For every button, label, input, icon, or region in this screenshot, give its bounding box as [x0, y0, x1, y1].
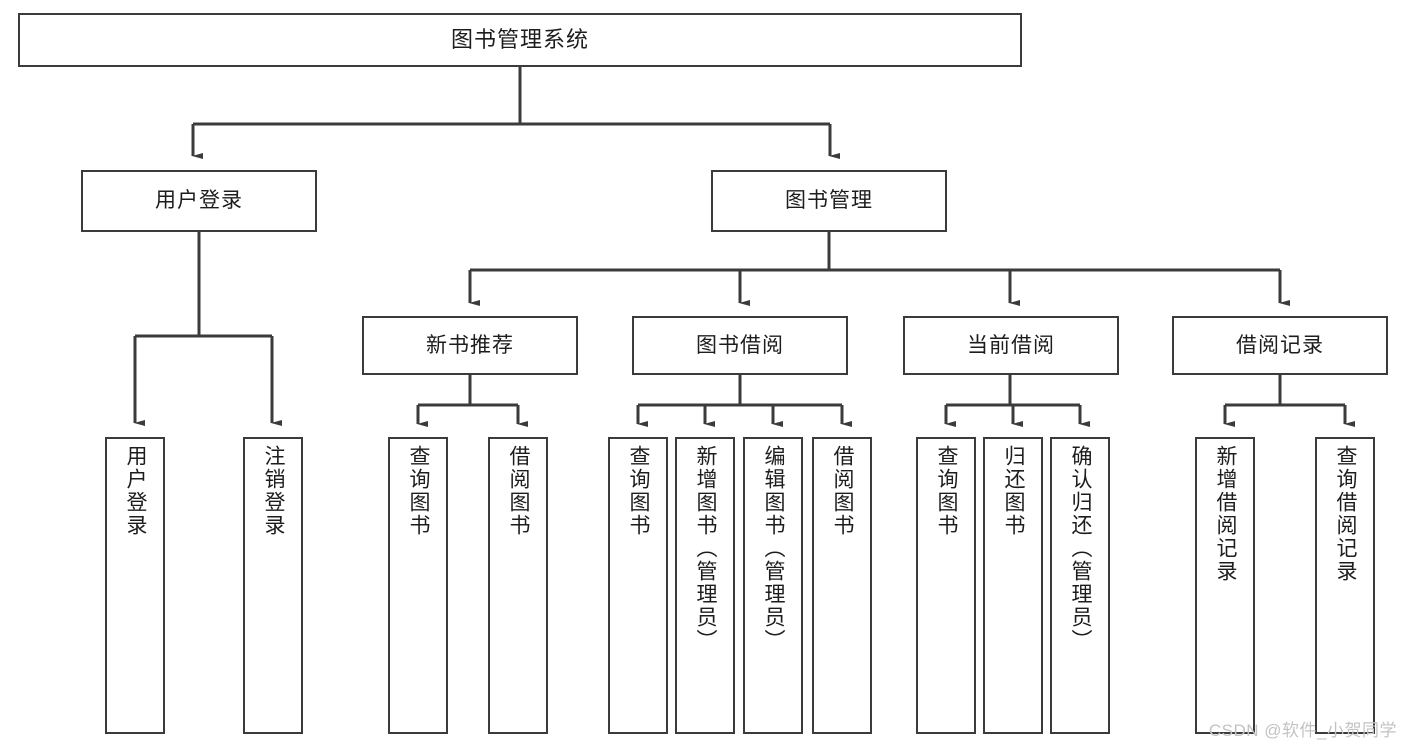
- node-borrow-record[interactable]: 借阅记录: [1172, 316, 1388, 375]
- node-label: 归还图书: [1002, 445, 1025, 537]
- node-label: 用户登录: [124, 445, 147, 537]
- node-label: 当前借阅: [967, 333, 1055, 357]
- watermark-text: CSDN @软件_小贺同学: [1208, 721, 1397, 740]
- node-label: 查询图书: [627, 445, 650, 537]
- node-label: 借阅记录: [1236, 333, 1324, 357]
- leaf-user-login[interactable]: 用户登录: [105, 437, 165, 734]
- leaf-confirm-return-admin[interactable]: 确认归还（管理员）: [1050, 437, 1110, 734]
- node-label: 查询图书: [407, 445, 430, 537]
- leaf-add-borrow-record[interactable]: 新增借阅记录: [1195, 437, 1255, 734]
- node-label: 新增借阅记录: [1214, 445, 1237, 583]
- node-current-borrow[interactable]: 当前借阅: [903, 316, 1119, 375]
- node-new-book-recommend[interactable]: 新书推荐: [362, 316, 578, 375]
- node-label: 图书管理: [785, 189, 873, 213]
- node-label: 查询借阅记录: [1334, 445, 1357, 583]
- node-label: 新增图书（管理员）: [694, 445, 717, 652]
- node-book-management[interactable]: 图书管理: [711, 170, 947, 232]
- node-label: 图书借阅: [696, 333, 784, 357]
- node-book-borrow[interactable]: 图书借阅: [632, 316, 848, 375]
- node-label: 用户登录: [155, 189, 243, 213]
- node-label: 查询图书: [935, 445, 958, 537]
- node-label: 确认归还（管理员）: [1069, 445, 1092, 652]
- leaf-edit-book-admin[interactable]: 编辑图书（管理员）: [743, 437, 803, 734]
- node-label: 注销登录: [262, 445, 285, 537]
- leaf-return-book[interactable]: 归还图书: [983, 437, 1043, 734]
- leaf-borrow-book-newbook[interactable]: 借阅图书: [488, 437, 548, 734]
- leaf-logout[interactable]: 注销登录: [243, 437, 303, 734]
- node-label: 编辑图书（管理员）: [762, 445, 785, 652]
- node-label: 图书管理系统: [450, 26, 589, 52]
- leaf-add-book-admin[interactable]: 新增图书（管理员）: [675, 437, 735, 734]
- node-label: 借阅图书: [831, 445, 854, 537]
- leaf-query-book-borrow[interactable]: 查询图书: [608, 437, 668, 734]
- node-label: 借阅图书: [507, 445, 530, 537]
- leaf-query-book-newbook[interactable]: 查询图书: [388, 437, 448, 734]
- node-user-login[interactable]: 用户登录: [81, 170, 317, 232]
- leaf-borrow-book[interactable]: 借阅图书: [812, 437, 872, 734]
- leaf-query-book-current[interactable]: 查询图书: [916, 437, 976, 734]
- node-label: 新书推荐: [426, 333, 514, 357]
- leaf-query-borrow-record[interactable]: 查询借阅记录: [1315, 437, 1375, 734]
- node-root-system[interactable]: 图书管理系统: [18, 13, 1022, 67]
